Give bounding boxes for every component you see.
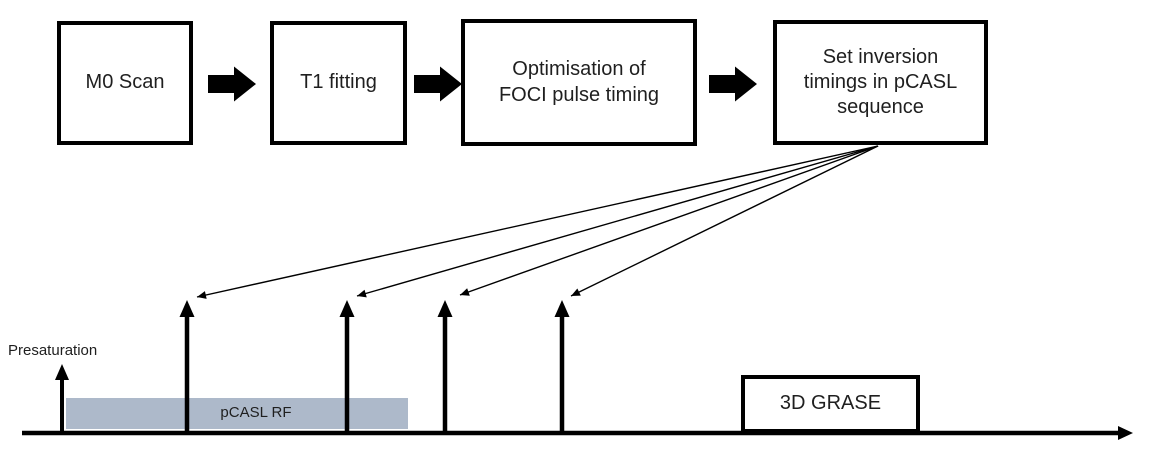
inversion-pulse-4-arrowhead — [554, 300, 570, 317]
flow-step-t1-fitting-label: T1 fitting — [300, 71, 377, 94]
flow-arrow-3 — [709, 66, 757, 102]
presaturation-pulse-arrowhead — [55, 364, 69, 380]
timing-annotation-arrow-3 — [459, 145, 879, 296]
flow-step-foci-optimisation: Optimisation of FOCI pulse timing — [461, 19, 697, 146]
timeline-axis-arrowhead — [1118, 426, 1133, 440]
timing-annotation-arrow-4 — [570, 145, 879, 297]
flow-arrow-1 — [208, 66, 256, 102]
flow-arrow-2 — [414, 66, 462, 102]
presaturation-label: Presaturation — [8, 342, 98, 359]
pcasl-rf-block — [66, 398, 408, 429]
inversion-pulse-2-arrowhead — [339, 300, 355, 317]
timing-annotation-arrow-2 — [356, 145, 879, 298]
grase-readout-box — [741, 375, 920, 433]
flow-step-m0-scan-label: M0 Scan — [85, 71, 165, 94]
flow-step-t1-fitting: T1 fitting — [270, 21, 407, 145]
timing-annotation-arrow-1 — [196, 145, 879, 299]
flow-step-set-inversion-timings: Set inversion timings in pCASL sequence — [773, 20, 988, 145]
flow-step-set-inversion-timings-label: Set inversion timings in pCASL sequence — [803, 45, 958, 119]
flow-step-foci-optimisation-label: Optimisation of FOCI pulse timing — [498, 58, 660, 106]
inversion-pulse-3-arrowhead — [437, 300, 453, 317]
inversion-pulse-1-arrowhead — [179, 300, 195, 317]
grase-readout-label: 3D GRASE — [779, 392, 882, 414]
pcasl-rf-label: pCASL RF — [220, 404, 292, 421]
flow-step-m0-scan: M0 Scan — [57, 21, 193, 145]
